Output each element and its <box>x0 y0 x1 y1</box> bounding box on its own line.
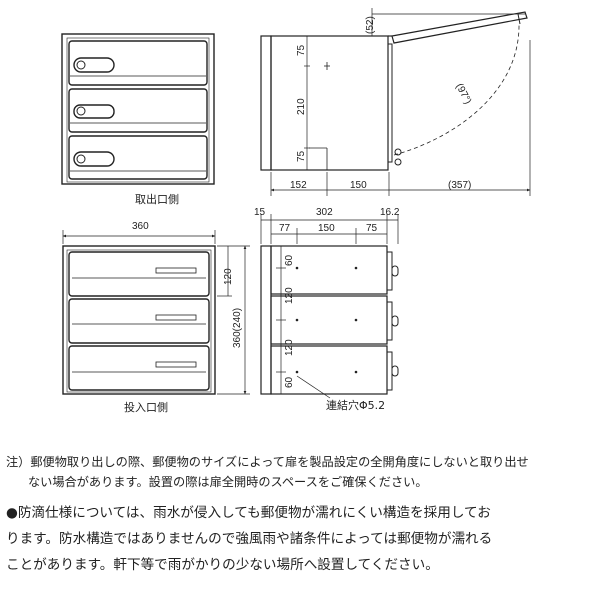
dim-60-bottom: 60 <box>284 376 295 388</box>
dim-75-bottom: 75 <box>296 150 307 162</box>
insert-slot-3 <box>68 345 210 391</box>
front-door-3 <box>68 135 208 180</box>
front-outer-frame <box>61 33 215 185</box>
insert-view <box>62 245 216 395</box>
insert-outer-frame <box>62 245 216 395</box>
note-1-line-1: 注）郵便物取り出しの際、郵便物のサイズによって扉を製品設定の全開角度にしないと取… <box>6 455 529 469</box>
lock-icon <box>73 104 115 119</box>
side-view-top <box>260 11 528 171</box>
hole-label: 連結穴Φ5.2 <box>326 398 385 412</box>
connection-holes <box>295 266 358 374</box>
insert-view-caption: 投入口側 <box>124 400 168 414</box>
front-view <box>61 33 215 185</box>
dim-16-2: 16.2 <box>380 207 400 218</box>
dim-357: (357) <box>448 180 471 191</box>
dim-150-bottom: 150 <box>318 223 335 234</box>
door-swing-arc <box>393 23 520 156</box>
open-door <box>391 11 528 44</box>
slot-handle <box>155 314 197 321</box>
note-2-line-2: ります。防水構造ではありませんので強風雨や諸条件によっては郵便物が濡れる <box>6 531 493 547</box>
dim-152: 152 <box>290 180 307 191</box>
dim-angle-97: (97°) <box>453 82 473 106</box>
bottom-side-dimension-lines <box>260 214 399 399</box>
slot-handle <box>155 267 197 274</box>
dim-77: 77 <box>279 223 291 234</box>
front-door-2 <box>68 88 208 133</box>
dim-75-top: 75 <box>296 44 307 56</box>
lock-icon <box>73 57 115 73</box>
slot-handle <box>155 361 197 368</box>
side-body <box>270 35 389 171</box>
front-door-1 <box>68 40 208 86</box>
side-view-bottom <box>260 245 399 395</box>
note-2-line-1: ●防滴仕様については、雨水が侵入しても郵便物が濡れにくい構造を採用してお <box>6 505 491 521</box>
front-inner-frame <box>66 37 210 183</box>
dim-60-top: 60 <box>284 254 295 266</box>
dim-210: 210 <box>296 98 307 115</box>
notes-section: 注）郵便物取り出しの際、郵便物のサイズによって扉を製品設定の全開角度にしないと取… <box>6 452 596 578</box>
dim-360-width: 360 <box>132 221 149 232</box>
note-2-line-3: ことがあります。軒下等で雨がかりの少ない場所へ設置してください。 <box>6 557 439 573</box>
stack-unit-2 <box>270 295 399 345</box>
stack-unit-3 <box>270 345 399 395</box>
stack-unit-1 <box>270 245 399 295</box>
dim-302: 302 <box>316 207 333 218</box>
dim-120-low: 120 <box>284 339 295 356</box>
dim-120-slot: 120 <box>223 268 234 285</box>
front-view-caption: 取出口側 <box>135 192 179 206</box>
dim-75-bottom-width: 75 <box>366 223 378 234</box>
insert-dimension-lines <box>62 230 250 395</box>
dim-360-240: 360(240) <box>232 308 243 348</box>
dim-52: (52) <box>365 16 376 34</box>
dim-150-top: 150 <box>350 180 367 191</box>
top-dimension-lines <box>270 8 531 196</box>
dim-15: 15 <box>254 207 266 218</box>
lock-icon <box>73 151 115 167</box>
technical-drawing: 取出口側 (52) 75 210 75 (97°) <box>61 8 531 414</box>
note-1-line-2: ない場合があります。設置の際は扉全開時のスペースをご確保ください。 <box>28 475 428 489</box>
dim-120-mid: 120 <box>284 287 295 304</box>
insert-slot-1 <box>68 251 210 297</box>
insert-slot-2 <box>68 298 210 344</box>
